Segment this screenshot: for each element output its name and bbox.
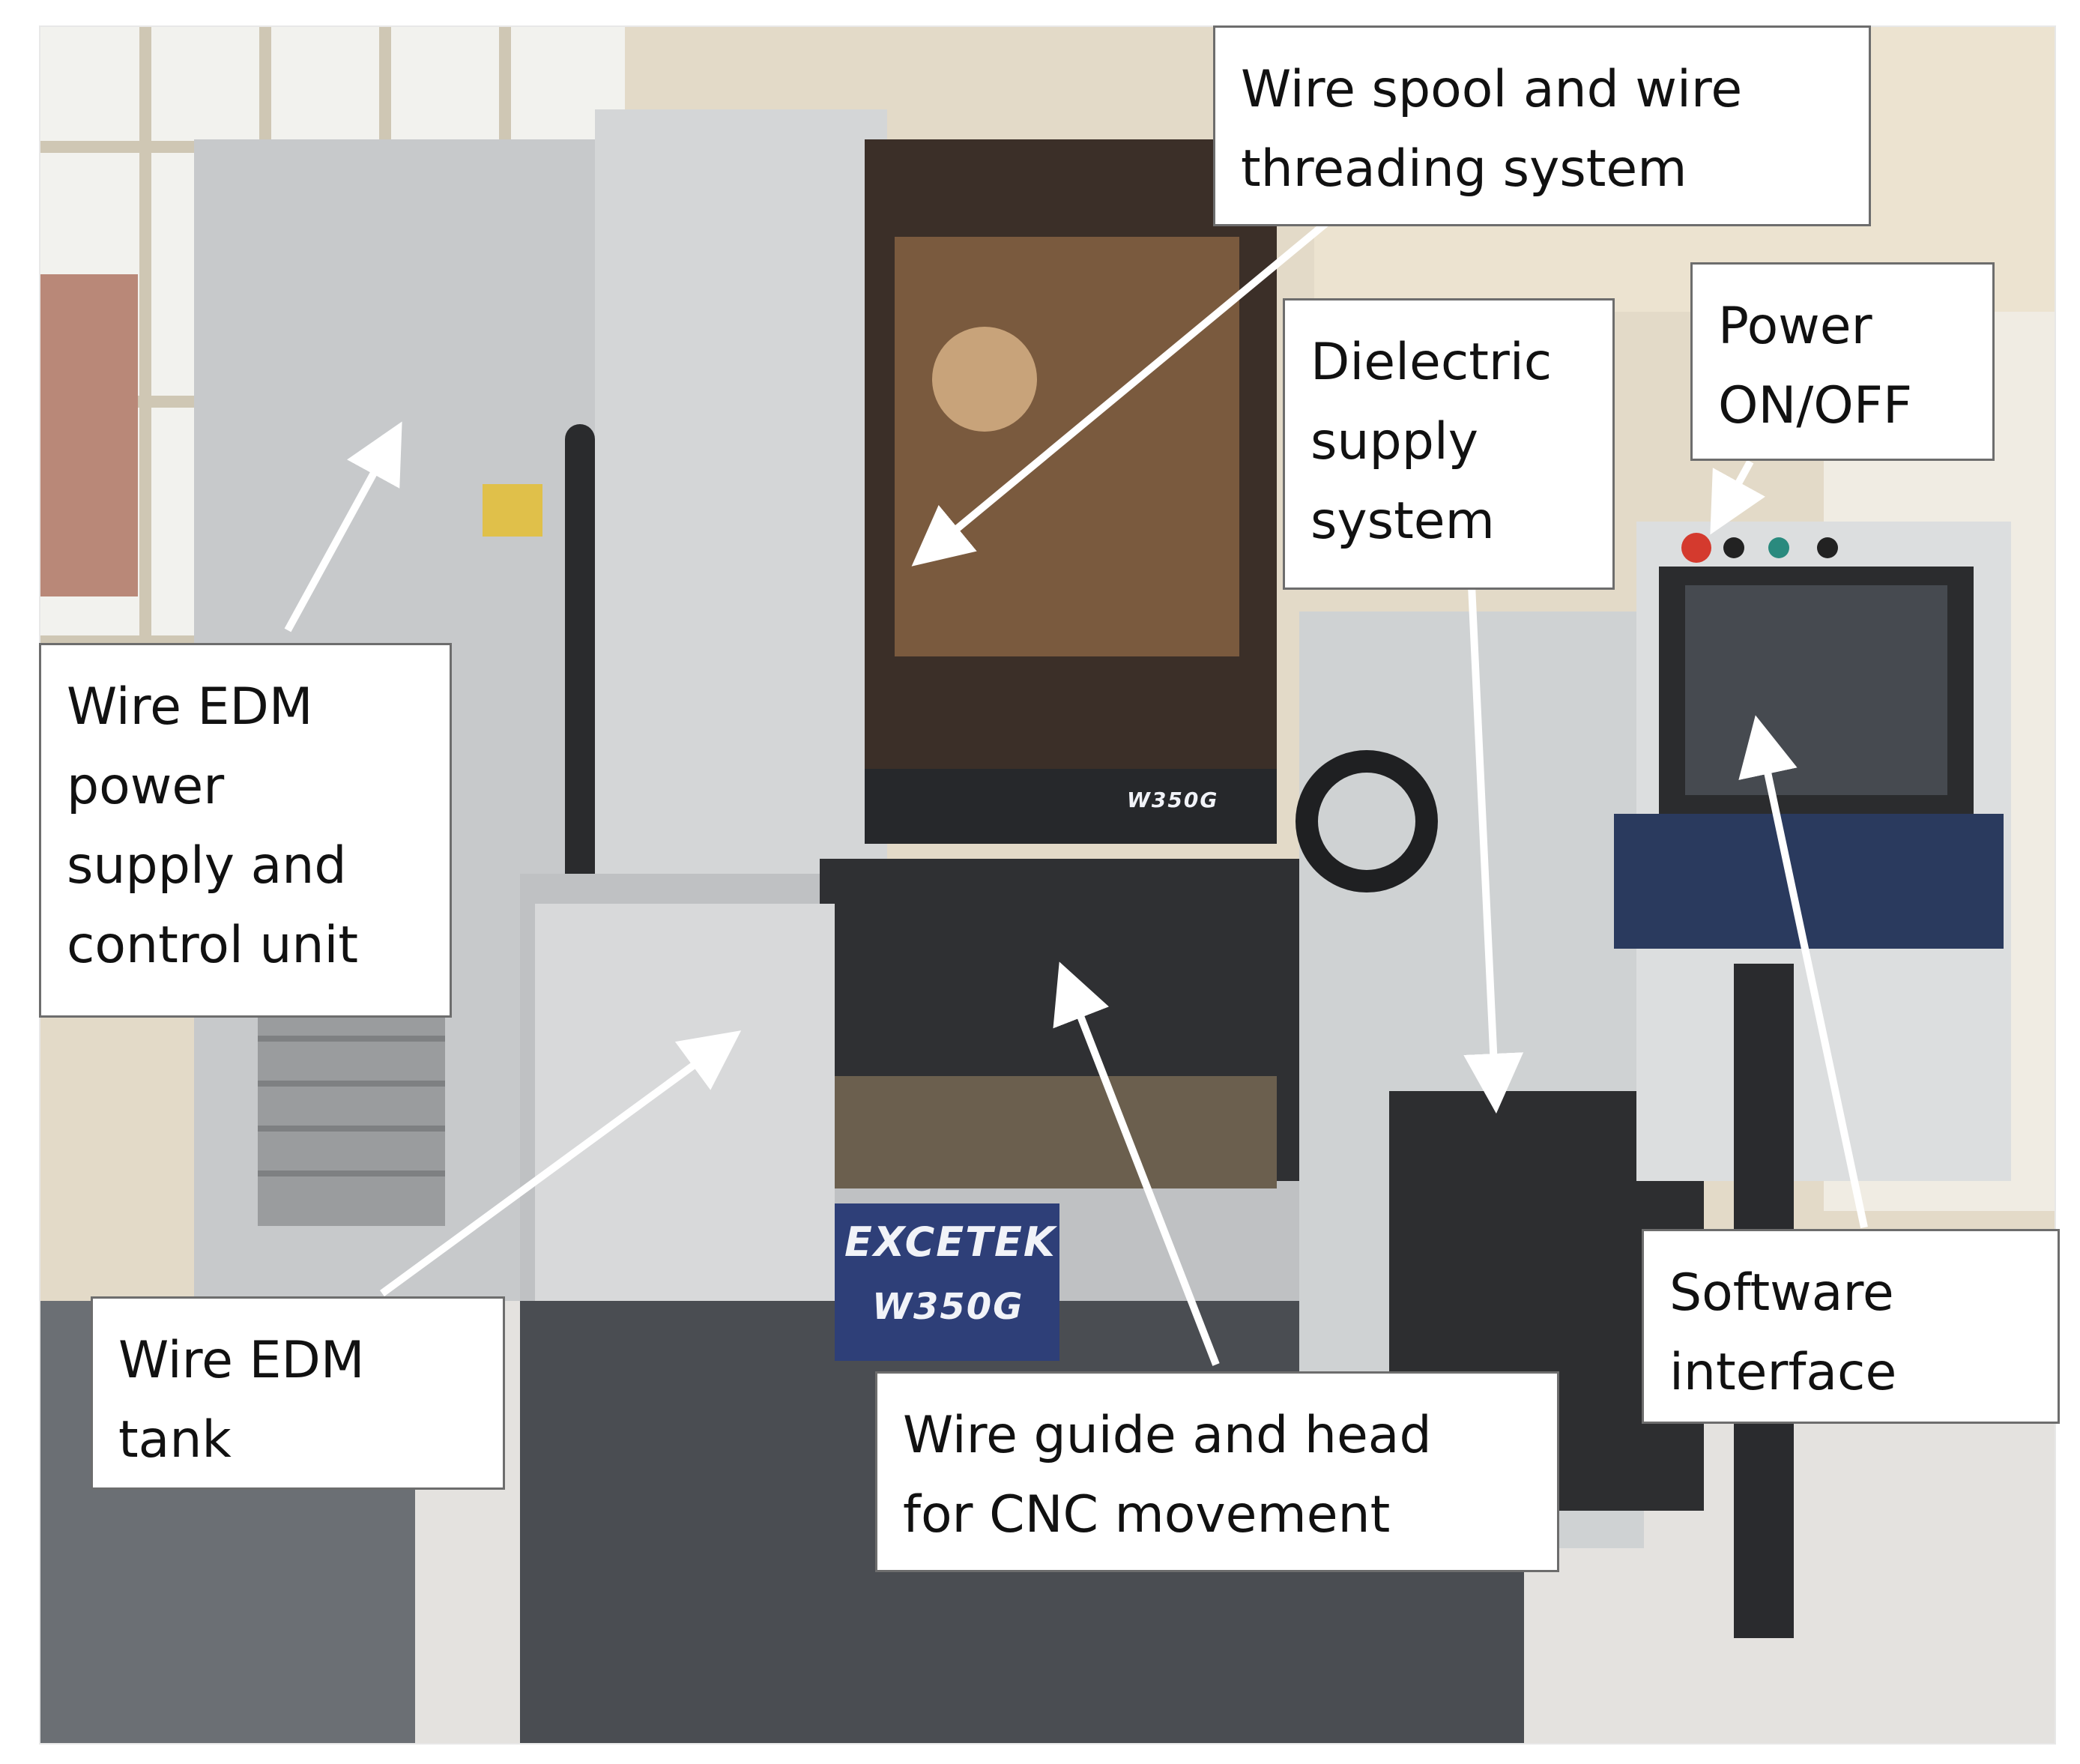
callout-power-onoff: Power ON/OFF xyxy=(1690,262,1995,461)
dielectric-hose xyxy=(1296,750,1438,892)
control-screen xyxy=(1685,585,1947,795)
head-badge: W350G xyxy=(1127,788,1219,812)
brand-model: W350G xyxy=(872,1286,1024,1328)
arrow-software xyxy=(1738,715,1868,1229)
building-outside xyxy=(40,274,138,596)
brand-name: EXCETEK xyxy=(844,1218,1056,1266)
machine-head-panel xyxy=(595,109,887,874)
callout-tank: Wire EDM tank xyxy=(91,1296,505,1490)
arrow-wire-guide xyxy=(1053,961,1220,1366)
callout-arrows xyxy=(284,219,1868,1366)
emergency-stop-button xyxy=(1681,533,1711,563)
callout-wire-spool: Wire spool and wire threading system xyxy=(1213,25,1871,226)
control-keypad xyxy=(1614,814,2004,949)
warning-label xyxy=(483,484,542,537)
wire-spool-area xyxy=(895,237,1239,656)
wire-spool xyxy=(932,327,1037,432)
brand-plate xyxy=(835,1203,1059,1361)
arrow-tank xyxy=(380,1030,742,1297)
head-badge-plate xyxy=(865,769,1277,844)
arrow-dielectric xyxy=(1463,585,1524,1114)
callout-software: Software interface xyxy=(1642,1229,2060,1424)
arrow-wire-spool xyxy=(911,219,1331,567)
arrow-power-onoff xyxy=(1710,459,1765,535)
callout-power-supply-unit: Wire EDM power supply and control unit xyxy=(39,643,452,1018)
cabinet-handle xyxy=(565,424,595,911)
callout-wire-guide: Wire guide and head for CNC movement xyxy=(875,1371,1559,1572)
callout-dielectric: Dielectric supply system xyxy=(1283,298,1615,590)
arrow-power-supply xyxy=(284,421,402,632)
tank-work-table xyxy=(820,1076,1277,1188)
